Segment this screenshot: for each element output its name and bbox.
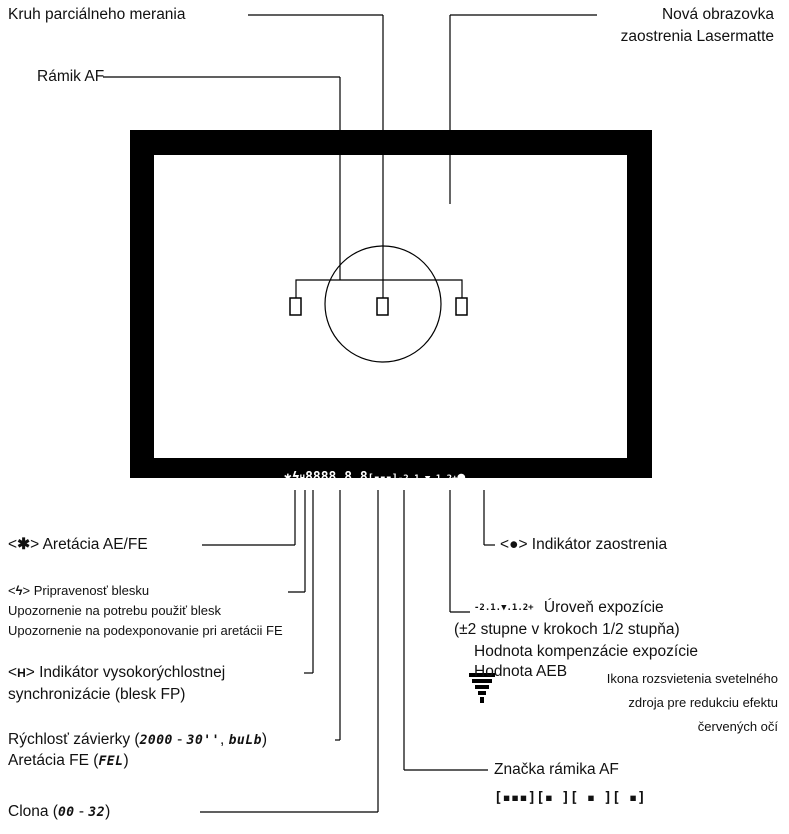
exposure-scale-icon: -2.1.▼.1.2+ <box>474 603 534 613</box>
label-spot-metering-circle: Kruh parciálneho merania <box>8 6 186 23</box>
label-high-speed-sync-2: synchronizácie (blesk FP) <box>8 686 186 703</box>
red-eye-lamp-icon <box>469 673 495 703</box>
focus-confirmation-indicator: ● <box>457 470 466 485</box>
label-flash-recommended: Upozornenie na potrebu použiť blesk <box>8 603 222 618</box>
label-focusing-screen-1: Nová obrazovka <box>661 6 774 23</box>
label-focus-confirmation: <●> Indikátor zaostrenia <box>500 536 668 553</box>
label-shutter-speed: Rýchlosť závierky (2000 - 30'', buLb) <box>8 731 268 748</box>
ae-lock-icon: ✱ <box>17 536 31 553</box>
af-frames-bracket <box>295 279 463 298</box>
label-fe-underexposure: Upozornenie na podexponovanie pri aretác… <box>8 623 283 638</box>
af-frame-right <box>455 297 468 316</box>
label-flash-ready: <ϟ> Pripravenosť blesku <box>8 583 150 598</box>
label-exposure-compensation: Hodnota kompenzácie expozície <box>474 643 699 660</box>
label-exposure-steps: (±2 stupne v krokoch 1/2 stupňa) <box>454 621 680 638</box>
label-red-eye-1: Ikona rozsvietenia svetelného <box>606 671 778 686</box>
ae-lock-indicator: ✱ <box>284 470 292 485</box>
af-frame-mark-symbols: [▪▪▪][▪ ][ ▪ ][ ▪] <box>494 790 646 806</box>
label-high-speed-sync: <H> Indikátor vysokorýchlostnej <box>8 664 226 681</box>
flash-icon: ϟ <box>15 583 23 598</box>
label-af-frame: Rámik AF <box>37 68 105 85</box>
label-af-frame-mark: Značka rámika AF <box>494 761 619 778</box>
flash-indicator: ϟ <box>291 470 300 485</box>
label-aeb: Hodnota AEB <box>474 663 568 680</box>
focusing-screen <box>154 155 627 458</box>
high-speed-sync-indicator: H <box>299 474 306 484</box>
aperture-display: 8.8 <box>344 470 368 485</box>
af-frame-center <box>376 297 389 316</box>
label-aperture: Clona (00 - 32) <box>8 803 111 820</box>
label-red-eye-2: zdroja pre redukciu efektu <box>628 695 778 710</box>
label-exposure-level: -2.1.▼.1.2+ Úroveň expozície <box>474 599 664 617</box>
hs-icon: H <box>17 666 26 680</box>
af-frame-left <box>289 297 302 316</box>
af-frame-mark-display: [▪▪▪] <box>367 473 398 484</box>
focus-dot-icon: ● <box>509 536 519 553</box>
label-red-eye-3: červených očí <box>697 719 778 734</box>
label-fe-lock: Aretácia FE (FEL) <box>8 752 129 769</box>
shutter-speed-display: 8888 <box>305 470 337 485</box>
label-focusing-screen-2: zaostrenia Lasermatte <box>620 28 774 45</box>
label-ae-lock: <✱> Aretácia AE/FE <box>8 536 148 553</box>
viewfinder-readout: ✱ϟH8888 8.8[▪▪▪]-2.1.▼.1.2+● <box>284 470 465 485</box>
exposure-level-display: -2.1.▼.1.2+ <box>397 474 458 484</box>
